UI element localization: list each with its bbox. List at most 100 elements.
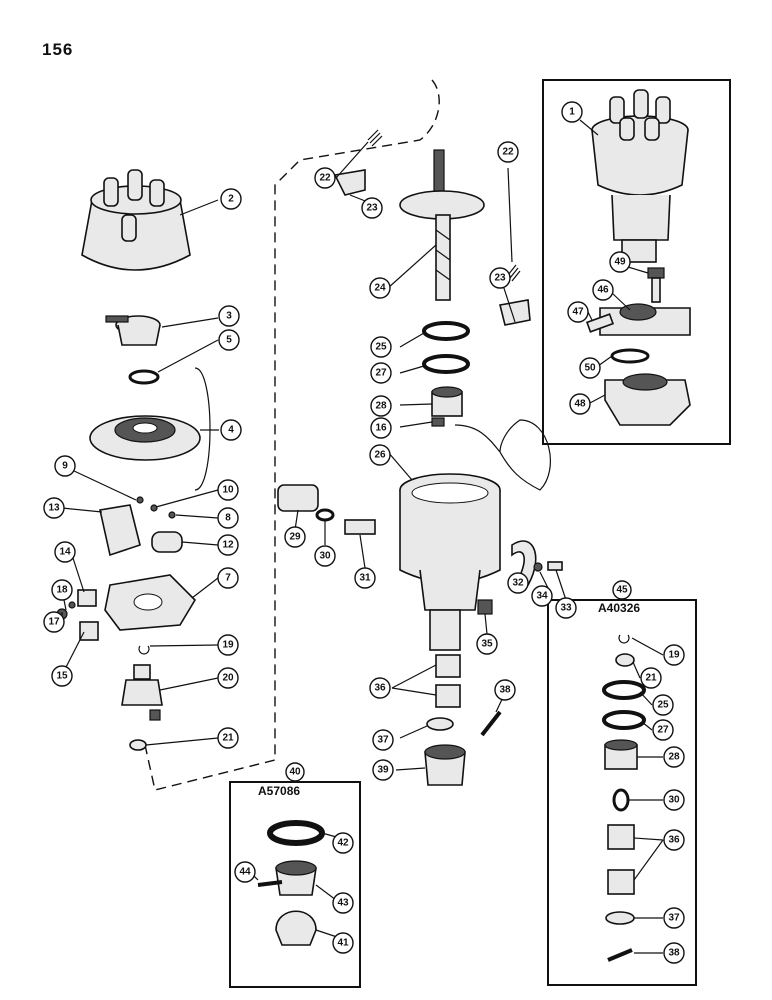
bolt-drawing — [647, 267, 665, 303]
callout-c49: 49 — [609, 251, 631, 273]
callout-number: 26 — [374, 450, 386, 461]
pin-44-drawing — [257, 880, 283, 887]
callout-number: 1 — [569, 107, 575, 118]
clamp-drawing — [599, 303, 691, 336]
callout-number: 36 — [374, 683, 386, 694]
callout-c25: 25 — [370, 336, 392, 358]
callout-number: 9 — [62, 461, 68, 472]
seal-25-drawing — [422, 321, 470, 341]
callout-k21: 21 — [640, 667, 662, 689]
callout-number: 14 — [59, 547, 71, 558]
kit-washer-37-drawing — [605, 911, 635, 925]
callout-number: 30 — [319, 551, 331, 562]
callout-number: 13 — [48, 503, 60, 514]
kit-ring-27-drawing — [602, 710, 646, 730]
callout-number: 25 — [657, 700, 669, 711]
kit-ring-19-drawing — [618, 634, 630, 644]
callout-c15: 15 — [51, 665, 73, 687]
callout-number: 47 — [572, 307, 584, 318]
callout-number: 22 — [319, 173, 331, 184]
callout-c20: 20 — [217, 667, 239, 689]
fitting-drawing — [277, 484, 376, 535]
callout-c1: 1 — [561, 101, 583, 123]
callout-number: 25 — [375, 342, 387, 353]
callout-number: 35 — [481, 639, 493, 650]
callout-number: 39 — [377, 765, 389, 776]
callout-c3: 3 — [218, 305, 240, 327]
callout-c32: 32 — [507, 572, 529, 594]
callout-c14: 14 — [54, 541, 76, 563]
callout-number: 17 — [48, 617, 60, 628]
callout-c33: 33 — [555, 597, 577, 619]
callout-number: 16 — [375, 423, 387, 434]
screw-drawing — [585, 313, 615, 333]
seal-42-drawing — [267, 820, 325, 846]
callout-number: 37 — [668, 913, 680, 924]
callout-number: 50 — [584, 363, 596, 374]
cap-drawing — [81, 169, 191, 271]
contact-parts-drawing — [56, 589, 99, 641]
callout-number: 10 — [222, 485, 234, 496]
callout-c26: 26 — [369, 444, 391, 466]
callout-c44: 44 — [234, 861, 256, 883]
part-callouts: 1234578910121314151617181920212222232324… — [43, 101, 685, 964]
leader-lines — [61, 119, 664, 954]
housing-drawing — [399, 473, 501, 651]
callout-c47: 47 — [567, 301, 589, 323]
svg-text:45: 45 — [616, 585, 628, 596]
callout-number: 38 — [668, 948, 680, 959]
shaft-drawing — [399, 149, 485, 301]
kit-bearing-28-drawing — [604, 739, 638, 770]
callout-number: 43 — [337, 898, 349, 909]
pin-drawing — [480, 710, 502, 737]
callout-c9: 9 — [54, 455, 76, 477]
kit-40-callout: 40 — [285, 762, 305, 782]
seal-drawing — [128, 369, 160, 385]
callout-number: 28 — [375, 401, 387, 412]
callout-c18: 18 — [51, 579, 73, 601]
ring-27-drawing — [422, 354, 470, 374]
callout-number: 49 — [614, 257, 626, 268]
callout-c24: 24 — [369, 277, 391, 299]
bearing-drawing — [431, 386, 463, 417]
callout-c42: 42 — [332, 832, 354, 854]
kit-40-code: A57086 — [258, 784, 300, 798]
callout-c39: 39 — [372, 759, 394, 781]
callout-c4: 4 — [220, 419, 242, 441]
callout-number: 24 — [374, 283, 386, 294]
callout-number: 8 — [225, 513, 231, 524]
callout-number: 30 — [668, 795, 680, 806]
kit-45-callout: 45 — [612, 580, 632, 600]
washer-37-drawing — [426, 717, 454, 731]
callout-c16: 16 — [370, 417, 392, 439]
callout-number: 44 — [239, 867, 251, 878]
weight-drawing — [333, 169, 531, 326]
callout-c10: 10 — [217, 479, 239, 501]
callout-c13: 13 — [43, 497, 65, 519]
callout-number: 32 — [512, 578, 524, 589]
gear-43-drawing — [275, 860, 317, 896]
callout-number: 37 — [377, 735, 389, 746]
callout-number: 21 — [645, 673, 657, 684]
callout-c5: 5 — [218, 329, 240, 351]
callout-c48: 48 — [569, 393, 591, 415]
callout-c27: 27 — [370, 362, 392, 384]
dashed-assembly-outline — [144, 79, 440, 791]
callout-number: 2 — [228, 194, 234, 205]
callout-number: 28 — [668, 752, 680, 763]
callout-k38: 38 — [663, 942, 685, 964]
callout-c23a: 23 — [361, 197, 383, 219]
callout-number: 21 — [222, 733, 234, 744]
callout-c17: 17 — [43, 611, 65, 633]
callout-number: 48 — [574, 399, 586, 410]
callout-k19: 19 — [663, 644, 685, 666]
page-number: 156 — [42, 40, 74, 59]
callout-number: 20 — [222, 673, 234, 684]
callout-c35: 35 — [476, 633, 498, 655]
callout-number: 33 — [560, 603, 572, 614]
retainer-ring-drawing — [138, 645, 150, 655]
kit-pin-38-drawing — [607, 948, 633, 962]
callout-k27: 27 — [652, 719, 674, 741]
callout-number: 36 — [668, 835, 680, 846]
